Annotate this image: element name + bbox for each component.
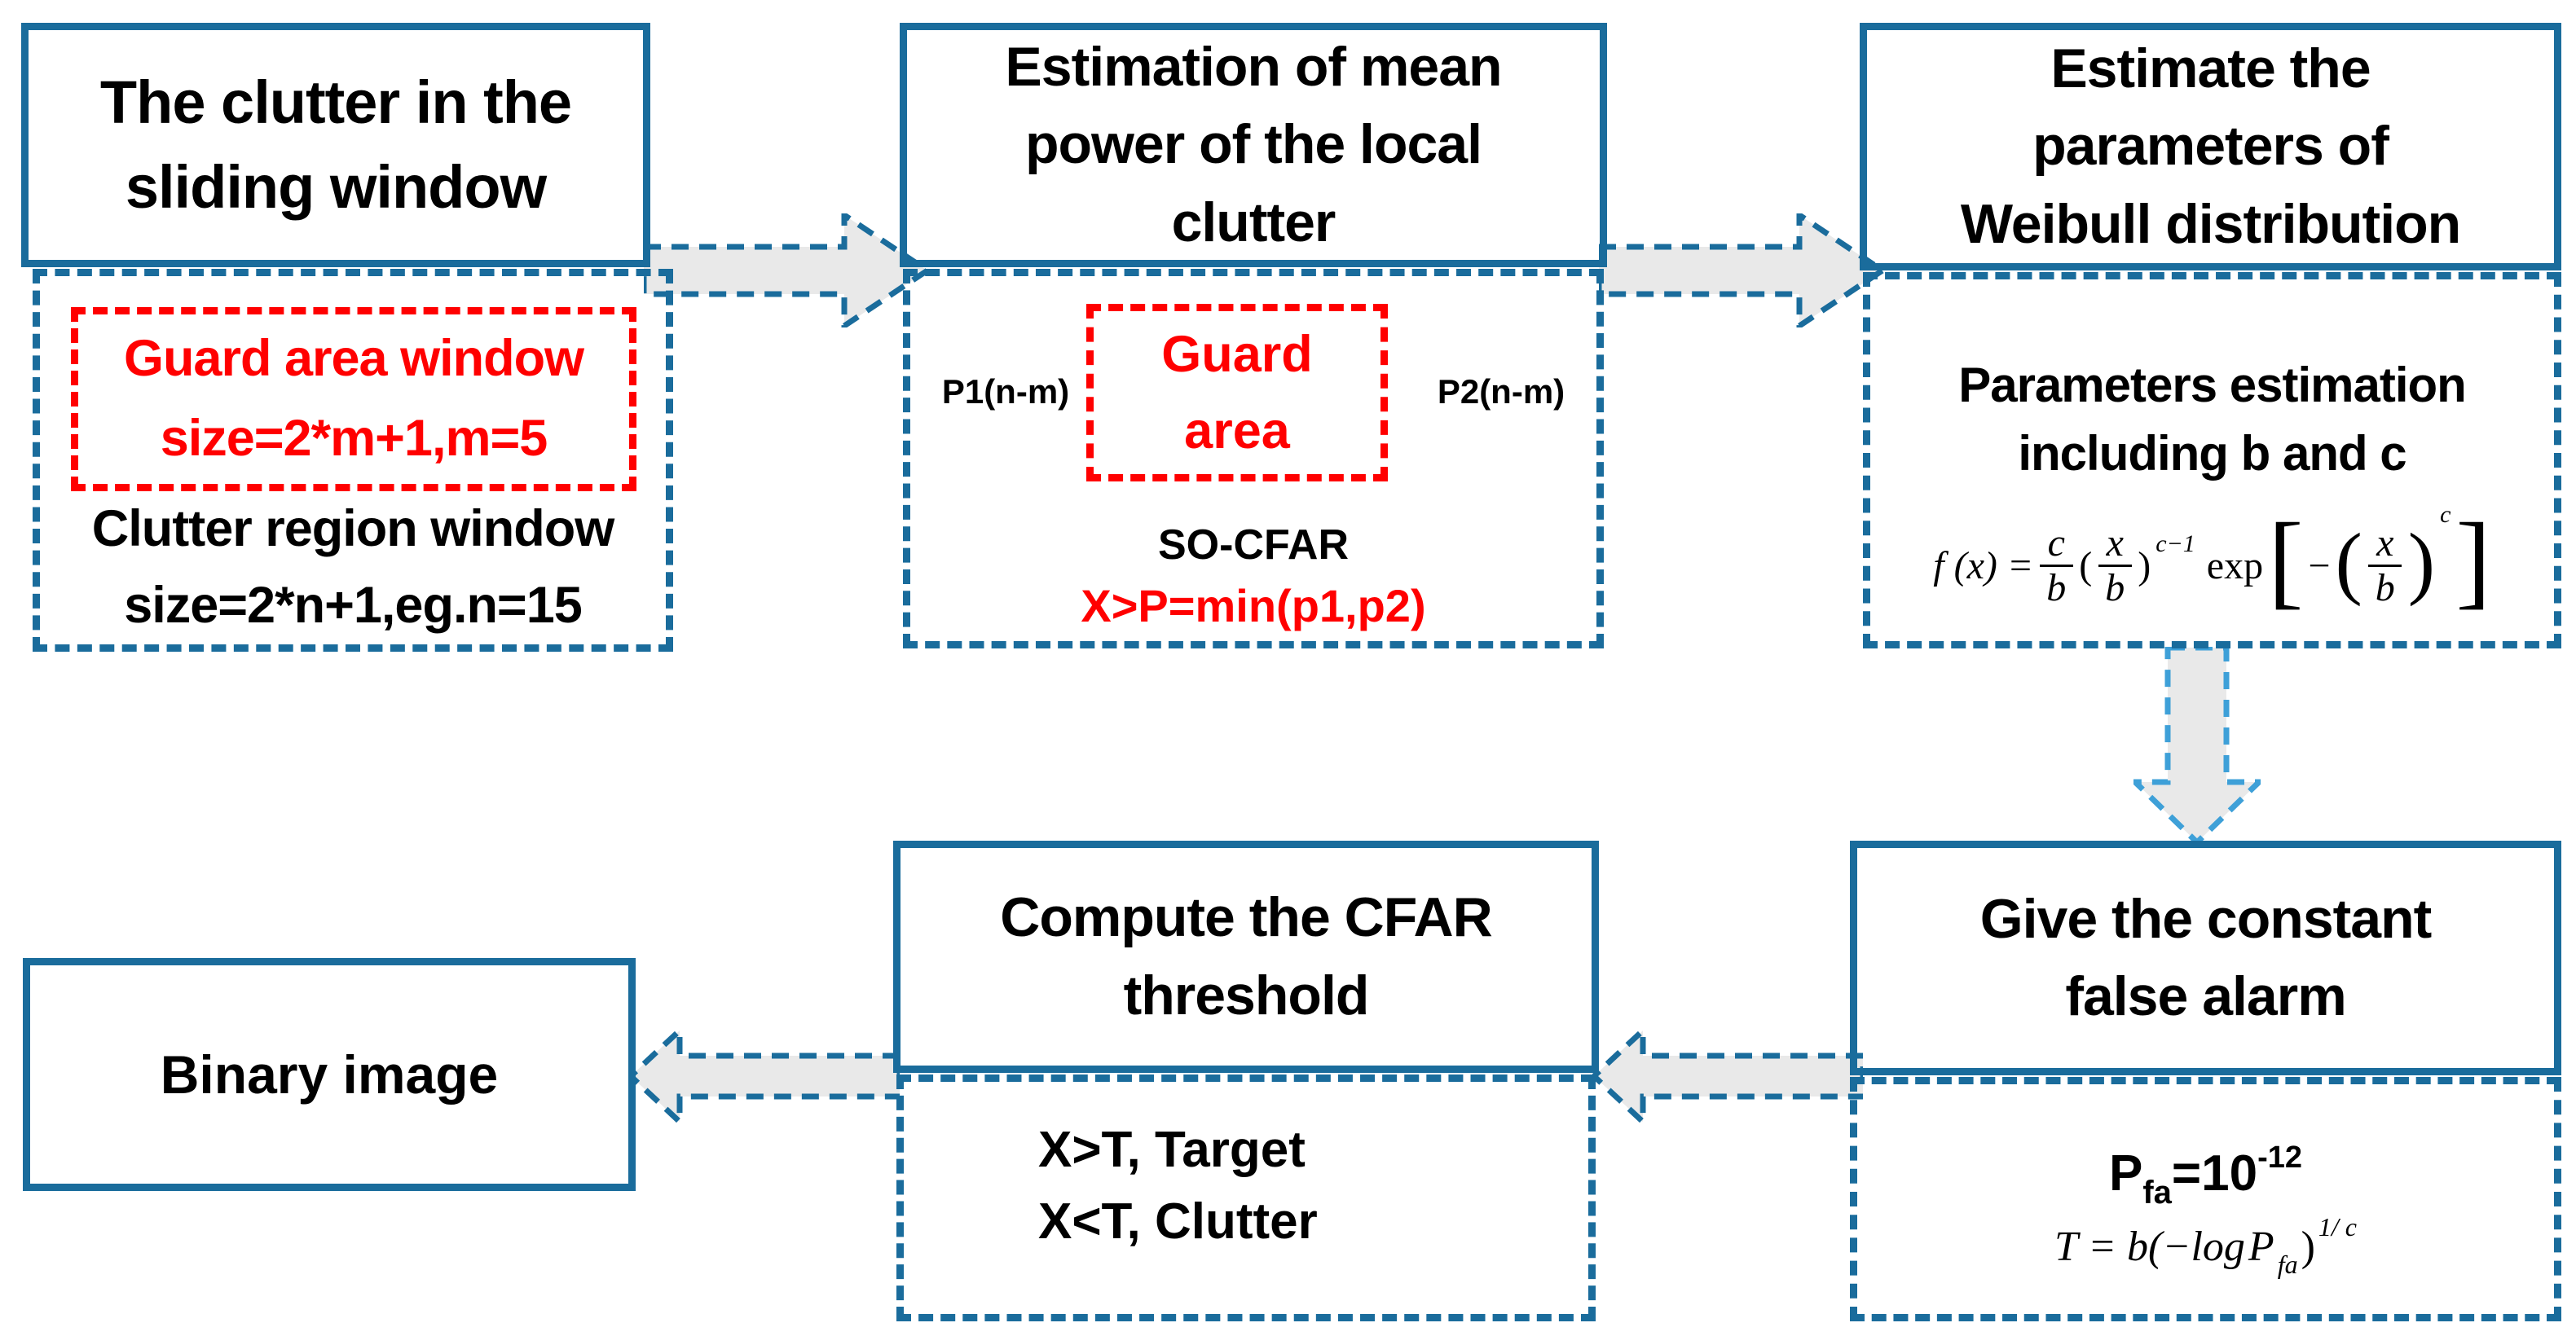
condition-target: X>T, Target <box>1038 1121 1306 1178</box>
guard-area-label-line: Guard <box>1161 325 1313 383</box>
paren-close: ) <box>2301 1224 2315 1270</box>
pfa-subscript: fa <box>2142 1175 2172 1211</box>
box-clutter-window-body: Guard area window size=2*m+1,m=5 Clutter… <box>33 269 673 652</box>
so-cfar-criterion: X>P=min(p1,p2) <box>1081 580 1426 631</box>
p1-label: P1(n-m) <box>941 372 1070 411</box>
formula-lead: f (x) = <box>1933 543 2034 587</box>
pfa-exponent: -12 <box>2257 1140 2303 1175</box>
box-mean-power-title: Estimation of mean power of the local cl… <box>900 23 1607 267</box>
clutter-region-window-text: Clutter region window size=2*n+1,eg.n=15 <box>40 496 666 638</box>
threshold-conditions: X>T, Target X<T, Clutter <box>1038 1082 1318 1290</box>
box-title-line: The clutter in the <box>99 68 572 137</box>
box-title-line: sliding window <box>125 153 547 221</box>
frac-den: b <box>2105 565 2125 609</box>
clutter-region-label: Clutter region window <box>91 499 614 557</box>
box-title-line: Estimate the <box>2050 37 2371 100</box>
pfa-value: Pfa=10-12 <box>2109 1140 2302 1211</box>
minus-sign: − <box>2308 543 2331 587</box>
guard-area-label-line: area <box>1184 402 1290 459</box>
exponent-c: c <box>2440 501 2451 529</box>
box-title-line: Give the constant <box>1979 887 2433 950</box>
pfa-subscript: fa <box>2277 1250 2298 1279</box>
exp-word: exp <box>2206 543 2264 587</box>
fraction-c-over-b: c b <box>2038 522 2074 609</box>
box-title-line: Compute the CFAR <box>1000 886 1493 949</box>
parameters-estimation-line: including b and c <box>2018 426 2406 481</box>
flow-arrow-right-2-icon <box>1599 213 1884 327</box>
false-alarm-content: Pfa=10-12 T = b(−log P fa ) 1/ c <box>1857 1084 2554 1314</box>
exponent-1-over-c: 1/ c <box>2318 1212 2357 1242</box>
box-title-line: Estimation of mean <box>1005 36 1502 99</box>
pfa-equals: =10 <box>2171 1145 2258 1202</box>
frac-num: c <box>2039 522 2073 567</box>
box-mean-power-body: P1(n-m) Guard area P2(n-m) SO-CFAR X>P=m… <box>903 269 1604 648</box>
flow-arrow-right-1-icon <box>644 213 929 327</box>
flow-arrow-left-2-icon <box>629 1029 900 1123</box>
box-false-alarm-title: Give the constant false alarm <box>1850 841 2561 1075</box>
fraction-x-over-b: x b <box>2367 522 2403 609</box>
threshold-formula: T = b(−log P fa ) 1/ c <box>2054 1212 2357 1279</box>
so-cfar-label: SO-CFAR <box>1158 521 1349 569</box>
exponent-c-minus-1: c−1 <box>2155 530 2195 558</box>
flow-arrow-left-1-icon <box>1592 1029 1863 1123</box>
box-title-line: parameters of <box>2032 115 2389 178</box>
binary-image-label: Binary image <box>160 1044 499 1105</box>
box-clutter-window-title: The clutter in the sliding window <box>21 23 650 267</box>
formula-lead: T = b(−log <box>2054 1224 2245 1270</box>
guard-area-window-box: Guard area window size=2*m+1,m=5 <box>71 307 636 491</box>
box-threshold-body: X>T, Target X<T, Clutter <box>896 1075 1596 1321</box>
guard-window-label: Guard area window <box>123 330 584 388</box>
box-weibull-body: Parameters estimation including b and c … <box>1863 272 2561 648</box>
guard-window-size: size=2*m+1,m=5 <box>160 410 548 467</box>
box-threshold-title: Compute the CFAR threshold <box>893 841 1599 1073</box>
parameters-estimation-line: Parameters estimation <box>1958 358 2467 412</box>
box-binary-image: Binary image <box>23 958 636 1191</box>
frac-den: b <box>2046 565 2067 609</box>
weibull-body-content: Parameters estimation including b and c … <box>1870 279 2554 641</box>
box-title-line: threshold <box>1123 964 1370 1026</box>
clutter-region-size: size=2*n+1,eg.n=15 <box>124 577 583 634</box>
box-title-line: power of the local <box>1024 113 1482 176</box>
box-weibull-title: Estimate the parameters of Weibull distr… <box>1860 23 2561 270</box>
frac-den: b <box>2375 565 2395 609</box>
frac-num: x <box>2098 522 2132 567</box>
box-title-line: Weibull distribution <box>1960 192 2461 255</box>
flow-arrow-down-icon <box>2133 647 2261 844</box>
box-title-line: false alarm <box>2065 965 2346 1027</box>
paren-open: ( <box>2079 543 2093 587</box>
pfa-symbol: P <box>2108 1145 2143 1202</box>
fraction-x-over-b: x b <box>2097 522 2133 609</box>
box-title-line: clutter <box>1171 191 1336 253</box>
pfa-symbol: P <box>2248 1224 2274 1270</box>
guard-area-box: Guard area <box>1086 304 1388 481</box>
paren-close: ) <box>2138 543 2151 587</box>
frac-num: x <box>2368 522 2402 567</box>
condition-clutter: X<T, Clutter <box>1038 1193 1318 1250</box>
p2-label: P2(n-m) <box>1437 372 1565 411</box>
weibull-pdf-formula: f (x) = c b ( x b ) c−1 exp [ − ( x b <box>1933 501 2491 620</box>
box-false-alarm-body: Pfa=10-12 T = b(−log P fa ) 1/ c <box>1850 1077 2561 1321</box>
